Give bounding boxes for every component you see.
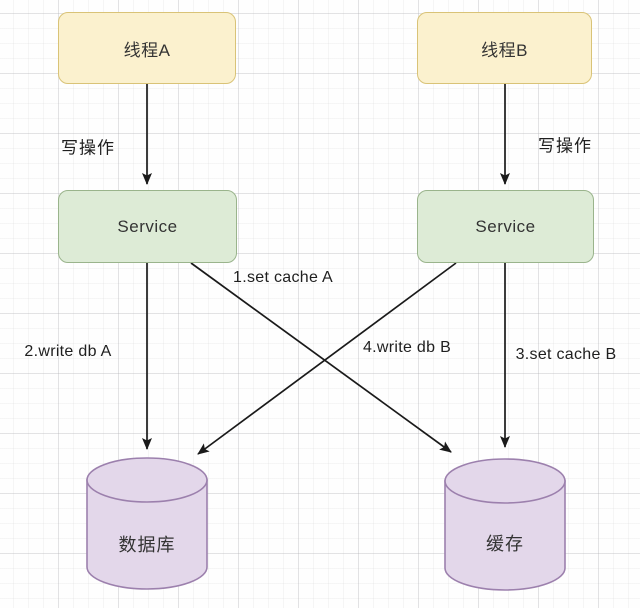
- node-thread-a: 线程A: [58, 12, 236, 84]
- cache-label: 缓存: [486, 534, 524, 554]
- edge-serviceB-database: [197, 262, 457, 455]
- node-thread-b: 线程B: [417, 12, 592, 84]
- edge-label-write-db-a: 2.write db A: [24, 343, 112, 360]
- edge-label-write-db-b: 4.write db B: [362, 339, 452, 356]
- cache-cylinder-top: [444, 458, 566, 504]
- edge-label-set-cache-a: 1.set cache A: [233, 269, 333, 286]
- edge-serviceA-cache: [190, 262, 452, 453]
- database-cylinder: [86, 457, 208, 590]
- node-thread-a-label: 线程A: [123, 40, 171, 60]
- edge-label-set-cache-b: 3.set cache B: [515, 346, 617, 363]
- node-service-b: Service: [417, 190, 594, 263]
- node-service-a: Service: [58, 190, 237, 263]
- node-service-a-label: Service: [117, 216, 178, 236]
- cache-cylinder: [444, 458, 566, 591]
- node-thread-b-label: 线程B: [481, 40, 528, 60]
- node-service-b-label: Service: [475, 216, 536, 236]
- edge-label-write-op-a: 写操作: [61, 138, 115, 158]
- database-cylinder-top: [86, 457, 208, 503]
- database-label: 数据库: [118, 535, 176, 555]
- edge-label-write-op-b: 写操作: [538, 136, 592, 156]
